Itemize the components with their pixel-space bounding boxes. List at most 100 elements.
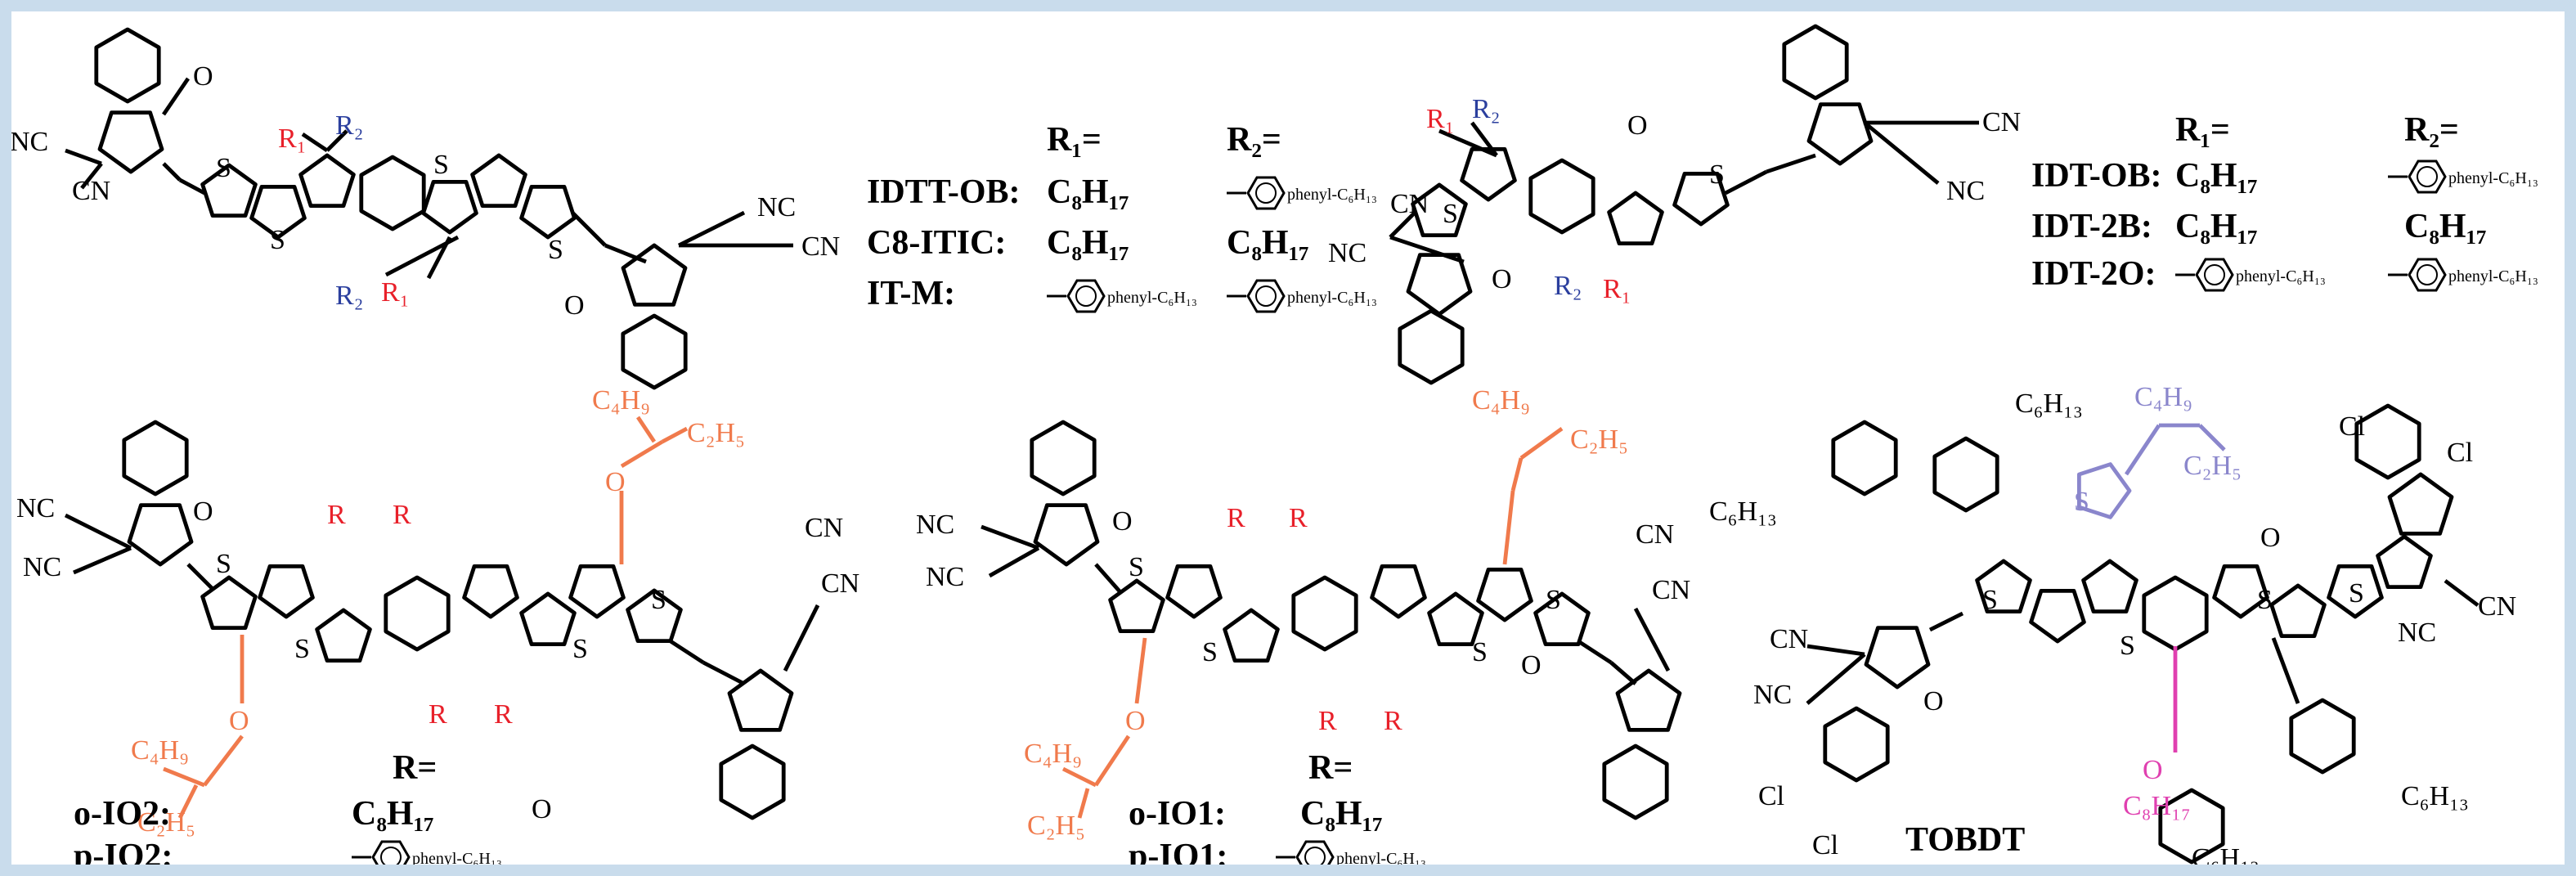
benzene-ring [371,840,411,865]
bond [1577,639,1613,665]
atom-cl: Cl [2339,411,2365,442]
molecule-tobdt: C₆H₁₃ C₆H₁₃ C₄H₉ C₂H₅ S Cl Cl O NC CN CN… [1709,382,2516,865]
five-membered-ring [200,163,258,218]
phenyl-c6h13-group: phenyl-C₆H₁₃ [2175,258,2326,292]
five-membered-ring [200,575,258,630]
r1-header: R₁= [2175,111,2230,149]
atom-cn: CN [801,231,840,262]
atom-cn: CN [1636,519,1674,550]
five-membered-ring [462,564,519,619]
bond [1061,766,1097,788]
atom-cn: CN [805,513,843,543]
r2-label: R₂ [335,281,364,311]
r1-label: R₁ [278,124,307,154]
phenyl-c6h13-label: phenyl-C₆H₁₃ [412,850,502,868]
table-idt-series: R₁= R₂= IDT-OB: C₈H₁₇ IDT-2B: C₈H₁₇ C₈H₁… [2031,111,2487,293]
r1-label: R₁ [381,277,410,308]
atom-o: O [1521,650,1542,681]
five-membered-ring [298,153,356,209]
phenyl-c6h13-label: phenyl-C₆H₁₃ [2448,169,2538,187]
benzene-ring [2354,403,2421,480]
five-membered-ring [2376,534,2433,589]
bond [1806,653,1866,705]
bond [1134,637,1147,704]
phenyl-c6h13-label: phenyl-C₆H₁₃ [2236,267,2326,285]
bond [669,639,705,665]
atom-s: S [1982,585,1998,615]
c4h9-label: C₄H₉ [1472,385,1530,416]
phenyl-c6h13-group: phenyl-C₆H₁₃ [1276,840,1426,865]
five-membered-ring [1615,668,1682,732]
r2-value: C₈H₁₇ [2404,208,2487,245]
benzene-ring [1528,158,1595,235]
bond [1094,563,1122,594]
phenyl-c6h13-group: phenyl-C₆H₁₃ [352,840,502,868]
five-membered-ring [2327,564,2384,619]
atom-nc: NC [1328,238,1367,268]
five-membered-ring [470,153,527,209]
molecule-idt-core: R₁ R₂ O CN NC CN NC S S R₂ R₁ O [1328,94,2021,304]
bond [1438,128,1497,158]
atom-cn: CN [1652,575,1690,605]
atom-o: O [229,706,249,736]
benzene-ring [1823,706,1890,783]
phenyl-c6h13-group: phenyl-C₆H₁₃ [2388,159,2538,194]
five-membered-ring [1672,171,1730,227]
benzene-ring [1831,420,1898,496]
five-membered-ring [1033,503,1100,567]
c4h9-label: C₄H₉ [1024,739,1082,769]
aromatic-circle [1255,285,1277,307]
r2-label: R₂ [1554,271,1582,301]
bond [1389,235,1465,264]
five-membered-ring [1411,182,1468,238]
benzene-ring [2158,788,2225,865]
c6h13-label: C₆H₁₃ [2015,389,2083,419]
benzene-ring [1066,279,1106,313]
five-membered-ring [2387,472,2454,536]
atom-nc: NC [1753,680,1792,710]
r-label: R [1318,706,1337,736]
atom-o: O [1627,110,1648,141]
benzene-ring [1291,575,1358,652]
compound-name: o-IO2: [74,795,171,833]
bond [1510,457,1524,492]
bond [571,211,607,247]
atom-o: O [564,290,585,321]
atom-s: S [270,225,285,255]
atom-nc: NC [2398,618,2436,648]
atom-cl: Cl [2447,438,2473,468]
five-membered-ring [1165,564,1223,619]
bond [1806,644,1865,657]
aromatic-circle [380,847,402,865]
atom-s: S [2257,585,2273,615]
bond [162,162,182,182]
bond [604,243,647,264]
bond [1470,121,1498,157]
atom-o: O [193,496,213,527]
bond [2125,424,2161,476]
five-membered-ring [519,184,577,240]
r1-value: C₈H₁₇ [2175,157,2258,195]
compound-name: C8-ITIC: [867,224,1006,262]
atom-cn: CN [1390,189,1429,219]
bond [1519,427,1564,460]
bond [677,210,746,248]
benzene-ring [359,155,426,231]
aromatic-circle [2417,264,2438,285]
phenyl-c6h13-group: phenyl-C₆H₁₃ [1227,279,1377,313]
benzene-ring [621,313,688,390]
bond [177,784,199,820]
r-label: R [1227,503,1245,533]
bond [1389,211,1416,239]
five-membered-ring [1533,591,1591,646]
bond [65,148,102,166]
atom-cl: Cl [1758,781,1784,811]
atom-nc: NC [757,192,796,222]
atom-o: O [1923,686,1944,717]
atom-cn: CN [1982,107,2021,137]
bond [1633,607,1671,672]
bond [203,734,244,787]
atom-cn: CN [821,568,859,599]
bond [2271,637,2300,704]
atom-s: S [216,153,231,183]
